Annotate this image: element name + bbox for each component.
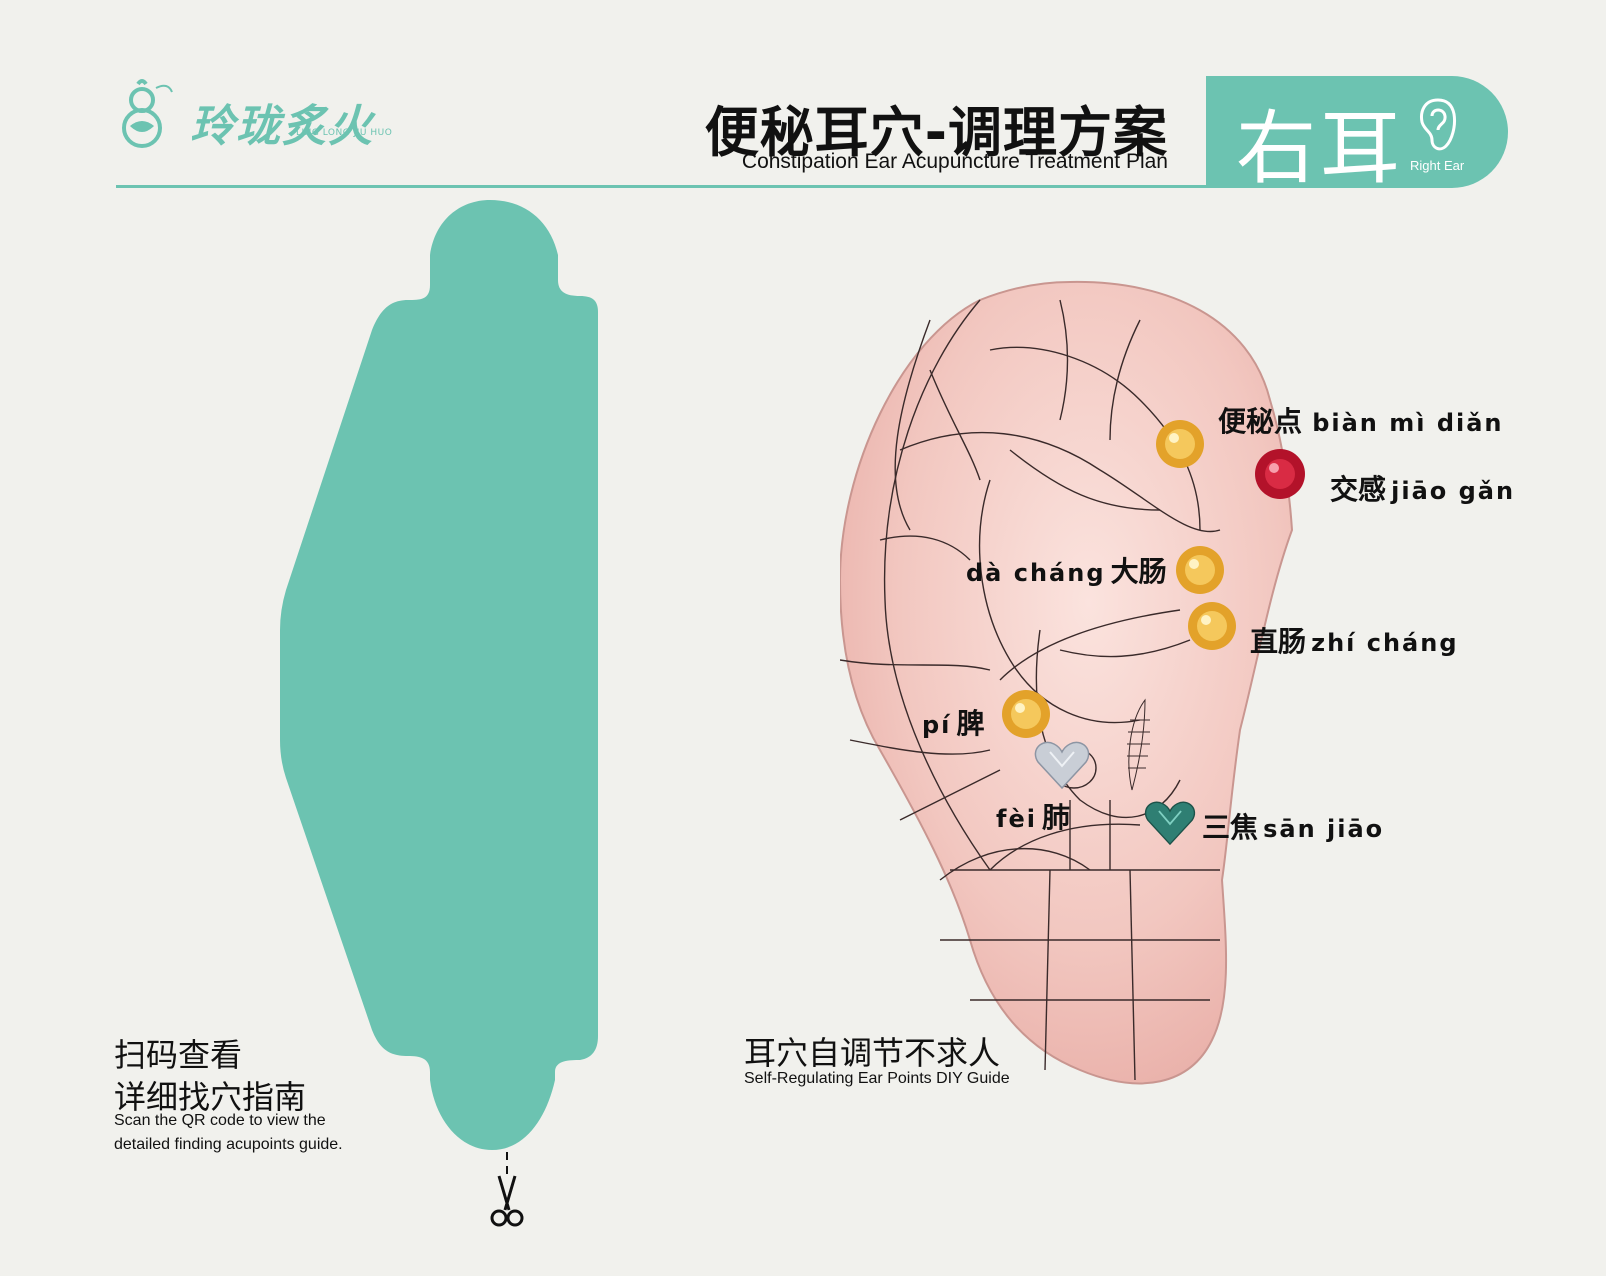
page-title: 便秘耳穴-调理方案	[704, 101, 1168, 164]
point-pinyin: fèi	[996, 805, 1037, 833]
brand-logo-subtitle: LING LONG JIU HUO	[296, 128, 393, 138]
page-subtitle: Constipation Ear Acupuncture Treatment P…	[741, 150, 1168, 173]
gem-pi	[1000, 688, 1052, 744]
point-pinyin: pí	[922, 711, 952, 739]
qr-card-shape	[280, 200, 620, 1164]
point-pinyin: jiāo gǎn	[1391, 477, 1516, 505]
point-label-fei: fèi 肺	[996, 796, 1070, 836]
guide-tagline-en: Self-Regulating Ear Points DIY Guide	[744, 1070, 1010, 1087]
point-pinyin: dà cháng	[966, 559, 1106, 587]
scissors-icon	[487, 1152, 527, 1236]
point-label-sanjiao: 三焦 sān jiāo	[1202, 806, 1384, 846]
gem-dachang	[1174, 544, 1226, 600]
header-divider	[116, 185, 1206, 188]
point-cn: 直肠	[1250, 625, 1307, 658]
point-pinyin: zhí cháng	[1311, 629, 1459, 657]
gem-jiaogan	[1254, 448, 1306, 504]
point-cn: 肺	[1042, 801, 1071, 834]
logo-gourd-icon	[112, 78, 174, 154]
point-label-pi: pí 脾	[922, 702, 985, 742]
gem-sanjiao-heart	[1144, 800, 1196, 850]
ear-side-label-en: Right Ear	[1410, 158, 1465, 173]
point-pinyin: sān jiāo	[1263, 815, 1385, 843]
gem-zhichang	[1186, 600, 1238, 656]
point-label-dachang: dà cháng 大肠	[966, 550, 1167, 590]
point-cn: 大肠	[1110, 555, 1167, 588]
gem-fei-heart	[1034, 740, 1090, 794]
scan-heading-line1: 扫码查看	[114, 1036, 243, 1074]
scan-text-line2: detailed finding acupoints guide.	[114, 1136, 343, 1153]
point-pinyin: biàn mì diǎn	[1312, 409, 1504, 437]
guide-tagline: 耳穴自调节不求人	[744, 1034, 1001, 1072]
ear-side-label: 右耳	[1236, 102, 1404, 195]
point-cn: 交感	[1330, 473, 1387, 506]
point-label-jiaogan: 交感 jiāo gǎn	[1330, 468, 1515, 508]
ear-illustration	[838, 280, 1340, 1104]
ear-icon	[1418, 96, 1458, 158]
ear-side-tab	[1206, 76, 1508, 188]
point-label-zhichang: 直肠 zhí cháng	[1250, 620, 1459, 660]
gem-bianmidian	[1154, 418, 1206, 474]
point-cn: 三焦	[1202, 811, 1259, 844]
point-label-bianmidian: 便秘点 biàn mì diǎn	[1218, 400, 1504, 440]
brand-logo-text: 玲珑炙火	[190, 101, 374, 152]
scan-heading-line2: 详细找穴指南	[114, 1078, 307, 1116]
point-cn: 脾	[956, 707, 985, 740]
point-cn: 便秘点	[1218, 405, 1303, 438]
scan-text-line1: Scan the QR code to view the	[114, 1112, 326, 1129]
